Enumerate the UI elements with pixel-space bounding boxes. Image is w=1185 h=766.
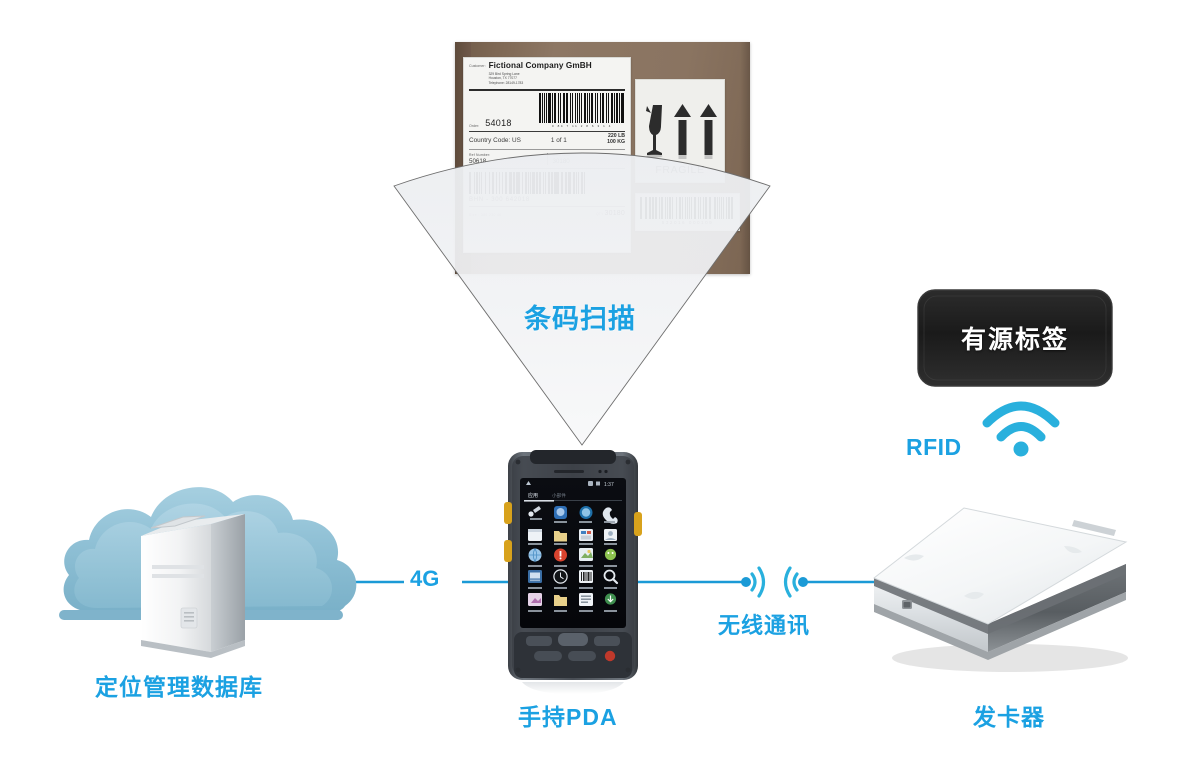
active-tag-label: 有源标签 (960, 326, 1069, 354)
link-endpoint-dot (798, 577, 808, 587)
customer-caption: Customer: (469, 64, 486, 68)
wifi-icon (982, 401, 1060, 457)
reference-grid: Ref Number: 50618 Dock code: 30180 (469, 152, 625, 165)
pda-side-button[interactable] (504, 540, 512, 562)
ean-barcode-label: 532016 000109 (635, 193, 740, 231)
up-arrow-icon (674, 104, 691, 159)
label-wireless: 无线通讯 (718, 613, 811, 638)
label-pda: 手持PDA (518, 704, 618, 730)
ean-digits: 532016 000109 (661, 220, 714, 225)
address-line-1: 329 Bird Spring Lane (488, 71, 520, 76)
ref-caption: Ref Number: (469, 152, 491, 157)
divider (469, 205, 625, 207)
divider (469, 167, 625, 169)
company-address: 329 Bird Spring Lane Houston, TX 77077 T… (489, 72, 592, 86)
address-line-3: Telephone: 28149-1783 (488, 81, 524, 86)
order-row: Order: 54018 0 84 7 11 2 8 6 3 1 4 (469, 93, 625, 128)
link-endpoint-dot (741, 577, 751, 587)
card-reader-device (873, 507, 1128, 672)
dock-value: 30180 (552, 157, 570, 165)
pda-reflection (522, 682, 624, 694)
secondary-barcode-text: BHN - 300 642018 (469, 196, 530, 203)
label-4g: 4G (410, 566, 440, 591)
active-tag-shape (917, 289, 1113, 387)
pda-app-grid[interactable] (528, 506, 619, 612)
signal-out-icon (750, 566, 766, 598)
label-database: 定位管理数据库 (95, 674, 263, 700)
label-rfid: RFID (906, 434, 962, 460)
label-card-reader: 发卡器 (973, 704, 1045, 730)
pda-scanner-head (530, 450, 616, 464)
qty-block: QTY30180 (596, 210, 625, 217)
fragile-icon-row (642, 96, 718, 162)
broken-glass-icon (646, 105, 663, 158)
label-footer: Size : 380 230 40 QTY30180 (469, 210, 625, 217)
svg-text:应用: 应用 (528, 492, 538, 499)
pda-screen[interactable] (520, 478, 626, 628)
pda-key[interactable] (534, 651, 562, 661)
size-text: Size : 380 230 40 (469, 212, 502, 217)
svg-text:1:37: 1:37 (604, 482, 614, 488)
ean-barcode (640, 197, 735, 219)
order-number: 54018 (485, 117, 512, 128)
pda-key[interactable] (568, 651, 596, 661)
active-tag: 有源标签 (916, 288, 1114, 388)
qty-value: 30180 (604, 209, 625, 217)
weight-lb: 220 LB (607, 133, 625, 140)
label-barcode-scan: 条码扫描 (524, 304, 636, 334)
dock-caption: Dock code: (552, 152, 572, 157)
weight: 220 LB 100 KG (607, 133, 625, 146)
pda-key[interactable] (594, 636, 620, 646)
divider (469, 130, 625, 133)
pda-side-button[interactable] (634, 512, 642, 536)
server-tower-icon (141, 514, 245, 658)
country-row: Country Code: US 1 of 1 220 LB 100 KG (469, 133, 625, 146)
divider (469, 148, 625, 150)
order-caption: Order: (469, 123, 480, 128)
country-code: Country Code: US (469, 136, 521, 144)
order-barcode-digits: 0 84 7 11 2 8 6 3 1 4 (552, 123, 612, 128)
shipping-label: Customer: Fictional Company GmBH 329 Bir… (463, 57, 631, 253)
divider (469, 89, 625, 92)
company-name: Fictional Company GmBH (488, 61, 592, 70)
weight-kg: 100 KG (607, 139, 625, 146)
piece-count: 1 of 1 (550, 136, 567, 144)
pda-side-button[interactable] (504, 502, 512, 524)
fragile-text: FRAGILE (655, 164, 705, 176)
svg-text:小部件: 小部件 (552, 492, 566, 499)
up-arrow-icon (700, 104, 717, 159)
ref-value: 50618 (469, 157, 487, 165)
qty-caption: QTY (596, 211, 604, 216)
database-cloud (59, 487, 357, 658)
address-line-2: Houston, TX 77077 (488, 76, 517, 81)
handheld-pda[interactable]: 1:37 应用 小部件 (500, 448, 646, 696)
pda-key[interactable] (526, 636, 552, 646)
pda-key-power[interactable] (604, 650, 616, 662)
fragile-label: FRAGILE (635, 79, 725, 183)
signal-in-icon (783, 566, 799, 598)
secondary-barcode (469, 171, 587, 194)
pda-key-scan[interactable] (558, 633, 588, 646)
order-barcode (539, 93, 625, 124)
